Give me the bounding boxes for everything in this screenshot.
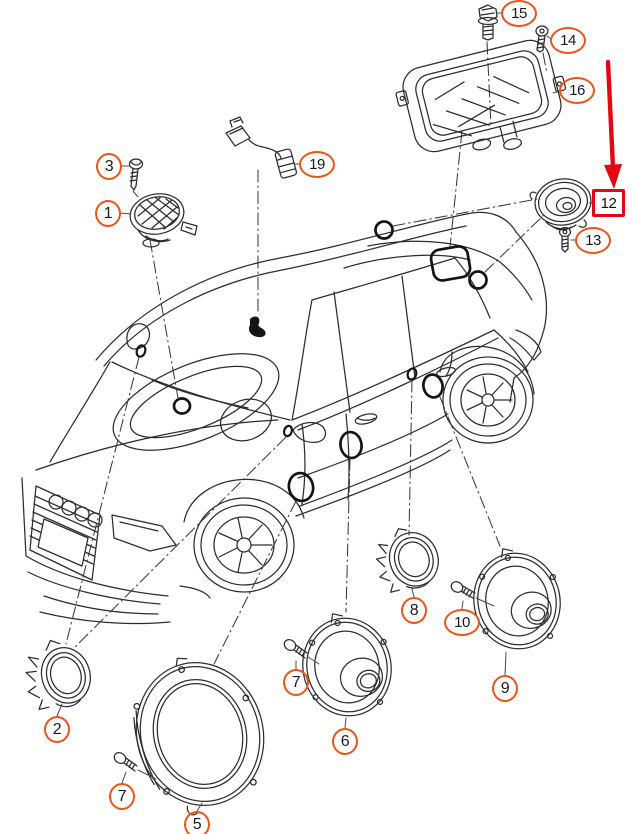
- callout-12-highlighted[interactable]: 12: [592, 189, 625, 217]
- door-speaker-9-drawing: [473, 548, 561, 650]
- callout-10[interactable]: 10: [444, 609, 480, 636]
- tweeter-2-drawing: [25, 639, 91, 710]
- screw-10-drawing: [450, 581, 495, 607]
- callout-1[interactable]: 1: [95, 200, 121, 227]
- microphone-cable-19-drawing: [225, 116, 298, 179]
- callout-2[interactable]: 2: [44, 716, 70, 743]
- screw-7-door-drawing: [283, 639, 320, 665]
- callout-16[interactable]: 16: [559, 77, 595, 104]
- callout-9[interactable]: 9: [492, 675, 518, 702]
- callout-5[interactable]: 5: [184, 811, 210, 834]
- label-leader-lines: [56, 12, 594, 812]
- callout-7-door[interactable]: 7: [283, 669, 309, 696]
- callout-13[interactable]: 13: [575, 227, 611, 254]
- car-drawing: [21, 211, 548, 625]
- door-speaker-6-drawing: [302, 613, 392, 717]
- red-arrow-icon: [604, 59, 622, 189]
- windshield-clip-marker: [248, 316, 266, 338]
- callout-14[interactable]: 14: [550, 27, 586, 54]
- shelf-speaker-12-drawing: [529, 178, 592, 231]
- callout-15[interactable]: 15: [501, 0, 537, 27]
- callout-19[interactable]: 19: [299, 151, 335, 178]
- dash-speaker-1-drawing: [129, 193, 198, 248]
- subwoofer-16-drawing: [395, 39, 567, 153]
- screw-14-drawing: [535, 25, 549, 53]
- callout-6[interactable]: 6: [332, 728, 358, 755]
- callout-3[interactable]: 3: [96, 153, 122, 180]
- bolt-15-drawing: [477, 4, 499, 41]
- callout-8[interactable]: 8: [401, 597, 427, 624]
- tweeter-8-drawing: [375, 528, 439, 593]
- screw-3-drawing: [128, 158, 144, 198]
- screw-13-drawing: [558, 226, 572, 253]
- leader-lines: [65, 41, 548, 665]
- callout-7-front[interactable]: 7: [109, 783, 135, 810]
- screw-7-front-drawing: [113, 752, 157, 780]
- woofer-ring-5-drawing: [133, 657, 265, 816]
